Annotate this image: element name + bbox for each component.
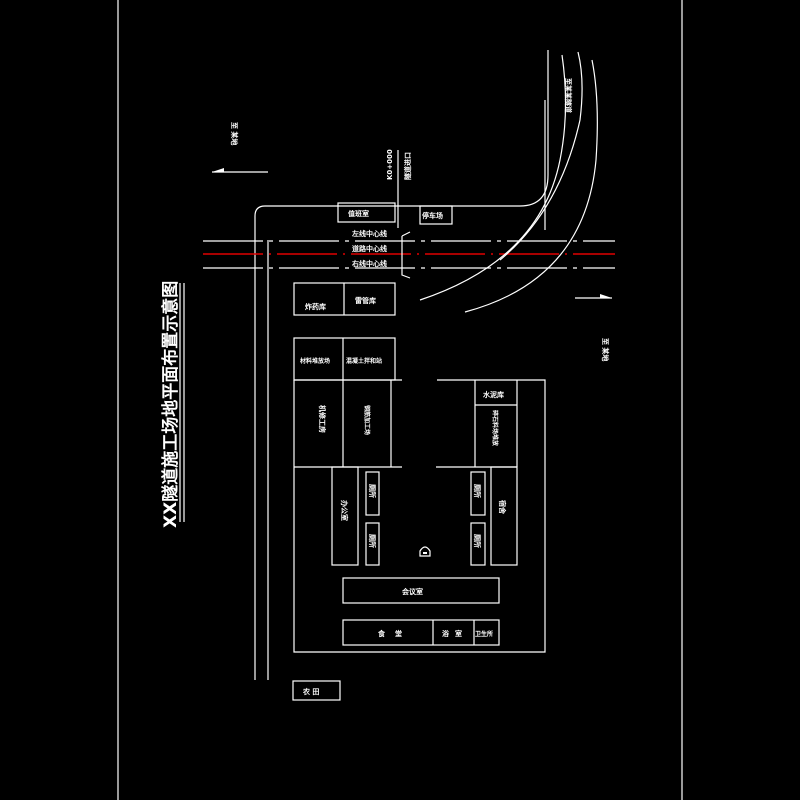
dormitory — [490, 466, 518, 566]
toilet-a-label: 厕所 — [368, 484, 377, 498]
toilet-c — [470, 471, 486, 516]
tunnel-portal-icon — [419, 546, 431, 557]
direction-right-middle: 至 某地 — [575, 294, 612, 361]
farmland — [292, 680, 341, 701]
machine-shop-label: 机修工房 — [318, 405, 327, 433]
bathroom-label: 浴室 — [442, 629, 468, 638]
farmland-label: 农 田 — [302, 687, 319, 696]
direction-right-top: 至某某隧道 — [564, 78, 573, 113]
curved-road — [419, 51, 598, 313]
svg-text:至 某地: 至 某地 — [601, 338, 610, 361]
toilet-d-label: 厕所 — [473, 534, 482, 548]
svg-text:至 某地: 至 某地 — [230, 122, 239, 145]
drawing-title: XX隧道施工场地平面布置示意图 — [160, 281, 181, 528]
explosive-store-label: 炸药库 — [305, 302, 326, 311]
parking — [419, 205, 453, 225]
toilet-c-label: 厕所 — [473, 484, 482, 498]
tunnel-entrance-label: 隧道进口 — [403, 152, 412, 180]
meeting-room — [342, 577, 500, 604]
meeting-room-label: 会议室 — [402, 587, 423, 596]
guard-room-label: 值班室 — [348, 209, 369, 218]
clinic-label: 卫生所 — [475, 630, 493, 638]
direction-top-left: 至 某地 — [212, 122, 268, 173]
office — [331, 466, 359, 566]
concrete-yard-label: 混凝土拌和站 — [346, 357, 382, 365]
dormitory-label: 宿舍 — [498, 500, 507, 515]
parking-label: 停车场 — [422, 211, 443, 220]
canteen-label: 食堂 — [377, 629, 412, 638]
guard-room — [337, 202, 396, 223]
main-road — [203, 50, 615, 680]
materials-yard-label: 材料堆放场 — [299, 357, 330, 365]
detonator-store-label: 雷管库 — [355, 296, 376, 305]
centerline-label: 道路中心线 — [352, 244, 387, 253]
toilet-d — [470, 522, 486, 566]
main-compound — [293, 379, 546, 653]
centerline-label: 右线中心线 — [351, 259, 387, 268]
canteen-block — [342, 619, 500, 646]
office-label: 办公室 — [340, 500, 349, 521]
mileage-marker: K0+000 — [386, 149, 394, 180]
stone-yard-label: 碎石料场堆放 — [491, 410, 499, 447]
cement-store-label: 水泥库 — [483, 390, 504, 399]
rebar-yard-label: 钢筋加工场 — [363, 405, 371, 435]
toilet-b-label: 厕所 — [368, 534, 377, 548]
toilet-b — [365, 522, 380, 566]
centerline-label: 左线中心线 — [351, 229, 387, 238]
toilet-a — [365, 471, 380, 516]
